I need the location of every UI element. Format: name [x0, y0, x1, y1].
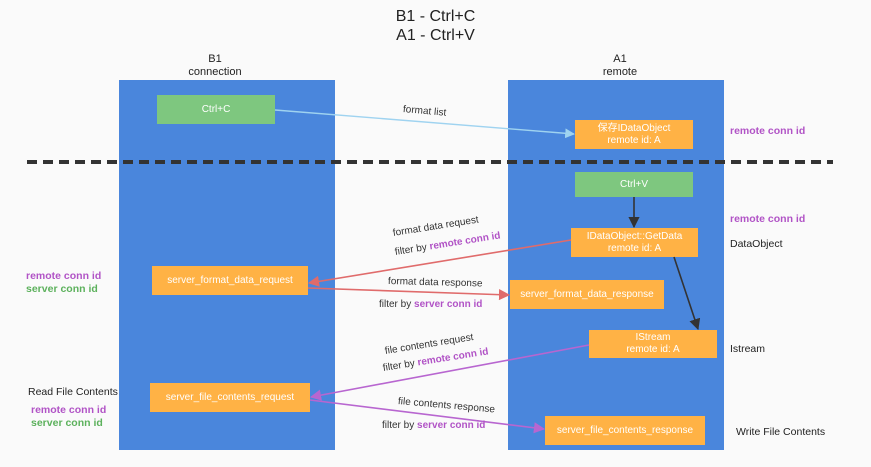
istream-box-line2: remote id: A [626, 344, 680, 355]
label-file-contents-response: file contents response [397, 396, 496, 416]
side-label-read-file-contents: Read File Contents [28, 386, 118, 398]
label-filter-by: filter by [394, 242, 428, 258]
side-label-dataobject: DataObject [730, 238, 783, 250]
getdata-box: IDataObject::GetData remote id: A [571, 228, 698, 257]
label-filter-by: filter by [382, 358, 416, 374]
ctrl-v-box: Ctrl+V [575, 172, 693, 197]
getdata-box-line1: IDataObject::GetData [586, 230, 683, 242]
server-file-contents-request-box: server_file_contents_request [150, 383, 310, 412]
label-filter-server-conn-id-1: filter by server conn id [379, 299, 482, 310]
side-label-remote-conn-id-left-1: remote conn id [26, 270, 102, 282]
side-label-remote-conn-id-left-2: remote conn id [31, 404, 107, 416]
label-format-list: format list [402, 104, 447, 119]
server-format-data-request-box: server_format_data_request [152, 266, 308, 295]
side-label-server-conn-id-left-1: server conn id [26, 283, 98, 295]
data-object-box: 保存IDataObject remote id: A [575, 120, 693, 149]
diagram-title-line2: A1 - Ctrl+V [396, 27, 475, 44]
left-column-sub: connection [188, 66, 242, 78]
data-object-box-line1: 保存IDataObject [597, 122, 671, 134]
label-filter-by: filter by [382, 420, 415, 431]
left-column-header: B1 connection [160, 53, 270, 79]
side-label-istream: Istream [730, 343, 766, 355]
ctrl-c-box: Ctrl+C [157, 95, 275, 124]
label-remote-conn-id: remote conn id [428, 230, 502, 253]
getdata-box-line2: remote id: A [607, 242, 662, 254]
istream-box: IStream remote id: A [589, 330, 717, 358]
label-filter-server-conn-id-2: filter by server conn id [382, 420, 485, 431]
label-filter-by: filter by [379, 299, 412, 310]
diagram-title-line1: B1 - Ctrl+C [395, 8, 476, 25]
right-column-header: A1 remote [565, 53, 675, 79]
right-column-sub: remote [602, 66, 638, 78]
side-label-remote-conn-id-top: remote conn id [730, 125, 806, 137]
right-column-name: A1 [613, 53, 627, 65]
server-file-contents-response-box: server_file_contents_response [545, 416, 705, 445]
label-server-conn-id: server conn id [417, 420, 486, 431]
data-object-box-line2: remote id: A [607, 134, 661, 146]
side-label-remote-conn-id-mid: remote conn id [730, 213, 806, 225]
side-label-server-conn-id-left-2: server conn id [31, 417, 103, 429]
left-column-name: B1 [208, 53, 222, 65]
label-server-conn-id: server conn id [414, 299, 483, 310]
server-format-data-response-box: server_format_data_response [510, 280, 664, 309]
label-format-data-response: format data response [387, 276, 483, 290]
istream-box-line1: IStream [635, 332, 671, 343]
side-label-write-file-contents: Write File Contents [736, 426, 826, 438]
